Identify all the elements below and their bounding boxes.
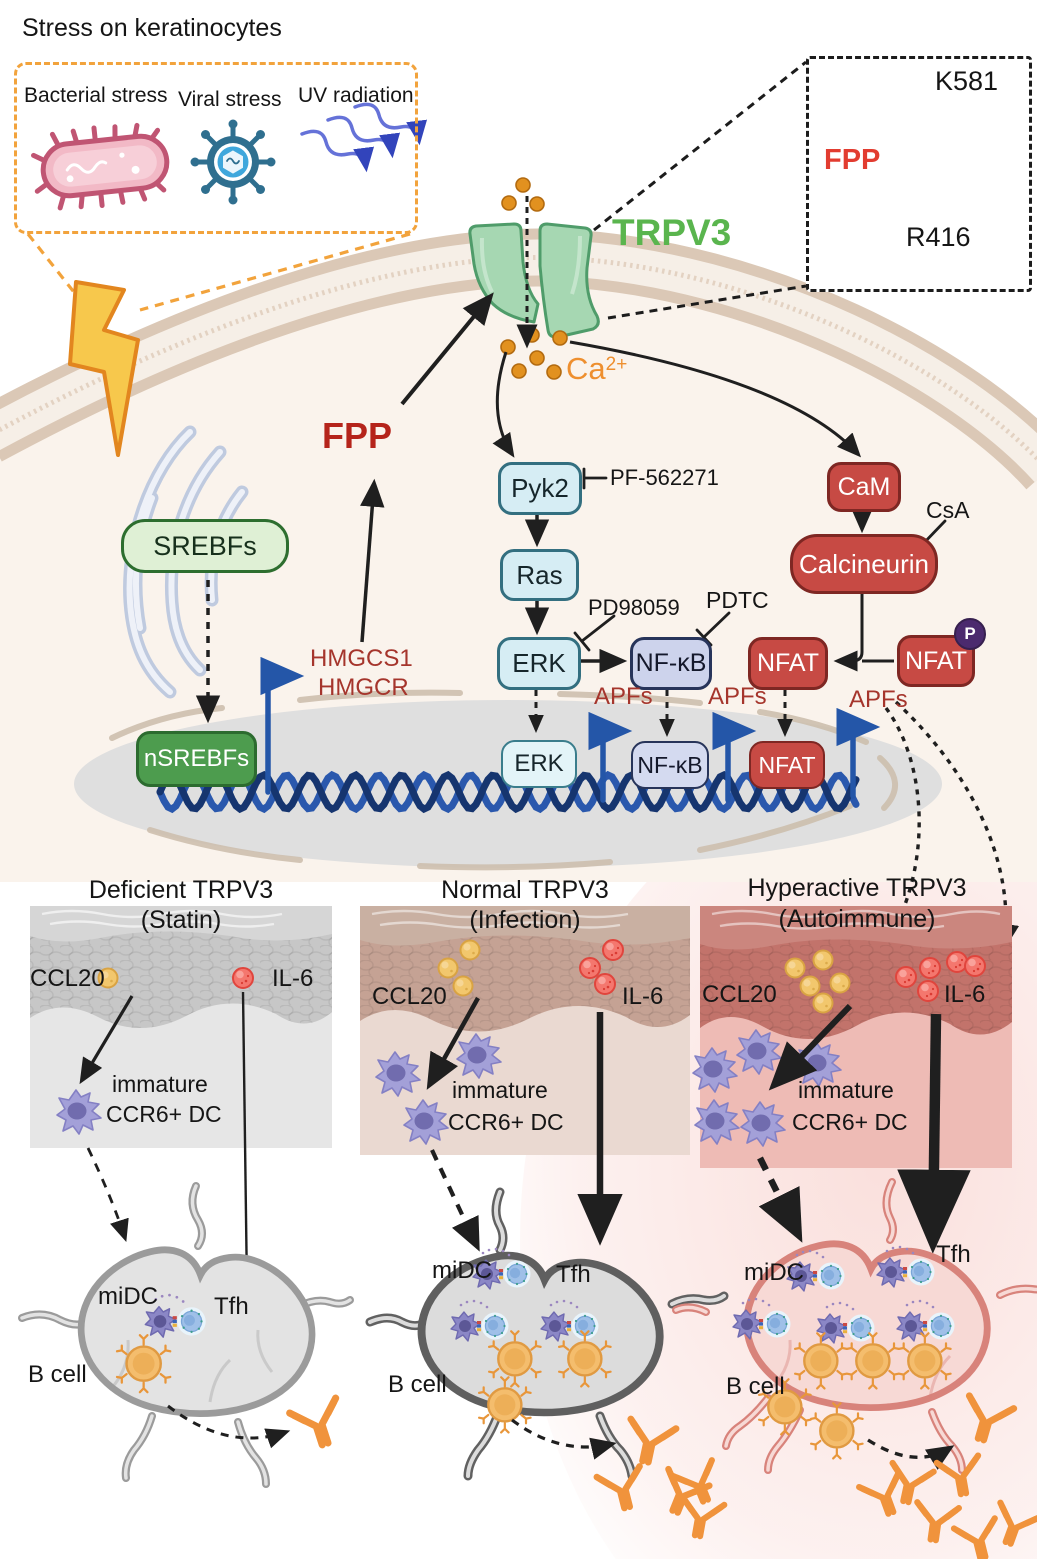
stress-title: Stress on keratinocytes: [22, 14, 282, 42]
stress-callout: [26, 232, 411, 321]
calcium-label: Ca2+: [566, 351, 628, 386]
panel2-bcell-label: B cell: [388, 1371, 447, 1398]
apfs-label-2: APFs: [708, 683, 767, 710]
pdtc-label: PDTC: [706, 587, 769, 613]
hmgcr-label: HMGCR: [318, 674, 409, 701]
fpp-inset-box: [806, 56, 1032, 292]
pyk2-pill: Pyk2: [498, 462, 582, 515]
transcription-arrows: [260, 656, 881, 803]
panel1-dc-label-line1: immature: [112, 1071, 208, 1097]
panel3-il6-label: IL-6: [944, 981, 986, 1008]
srebfs-pill: SREBFs: [121, 519, 289, 573]
panel3-dc-label-line2: CCR6+ DC: [792, 1109, 908, 1135]
fpp-inset-label: FPP: [824, 144, 881, 176]
residue-k581-label: K581: [935, 66, 999, 96]
panel1-il6-label: IL-6: [272, 965, 314, 992]
phosphate-badge: P: [954, 618, 986, 650]
panel1-title-line1: Deficient TRPV3: [88, 876, 274, 904]
calcineurin-pill: Calcineurin: [790, 534, 938, 594]
nfat-pill: NFAT: [748, 637, 828, 690]
panel3-dc-label-line1: immature: [798, 1077, 894, 1103]
panel3-ccl20-label: CCL20: [702, 981, 777, 1008]
cam-pill: CaM: [827, 462, 901, 512]
panel1-ccl20-label: CCL20: [30, 965, 105, 992]
uv-waves-icon: [300, 102, 428, 173]
panel2-il6-label: IL-6: [622, 983, 664, 1010]
lymph-node-deficient: [18, 1182, 354, 1488]
panel-arrows: [79, 991, 971, 1293]
panel2-title-line1: Normal TRPV3: [441, 876, 609, 904]
panel2-midc-label: miDC: [432, 1257, 492, 1284]
fpp-label: FPP: [322, 415, 393, 456]
panel2-tfh-label: Tfh: [556, 1261, 591, 1288]
panel2-dc-label-line2: CCR6+ DC: [448, 1109, 564, 1135]
hmgcs1-label: HMGCS1: [310, 645, 413, 672]
panel3-title-line1: Hyperactive TRPV3: [747, 874, 967, 902]
nucleus-erk-pill: ERK: [501, 740, 577, 788]
panel2-title-line2: (Infection): [469, 906, 581, 934]
ras-pill: Ras: [500, 549, 579, 601]
panel3-midc-label: miDC: [744, 1259, 804, 1286]
lightning-bolt-icon: [68, 280, 140, 457]
signal-arrows: [195, 292, 894, 737]
viral-stress-label: Viral stress: [178, 88, 282, 111]
panel1-tfh-label: Tfh: [214, 1293, 249, 1320]
virus-icon: [190, 119, 276, 205]
inset-connector-lines: [593, 60, 807, 320]
panel1-dc-label-line2: CCR6+ DC: [106, 1101, 222, 1127]
nucleus-nfkb-pill: NF-κB: [631, 741, 709, 789]
panel3-bcell-label: B cell: [726, 1373, 785, 1400]
lymph-node-normal: [365, 1187, 729, 1481]
uv-radiation-label: UV radiation: [298, 84, 414, 107]
pf562271-label: PF-562271: [610, 465, 719, 490]
bacterial-stress-label: Bacterial stress: [24, 84, 168, 107]
panel2-dc-label-line1: immature: [452, 1077, 548, 1103]
apfs-label-3: APFs: [849, 686, 908, 713]
panel1-bcell-label: B cell: [28, 1361, 87, 1388]
erk-pill: ERK: [497, 637, 581, 690]
nsrebfs-pill: nSREBFs: [136, 731, 257, 787]
residue-r416-label: R416: [906, 222, 971, 252]
panel1-title-line2: (Statin): [140, 906, 222, 934]
nfkb-pill: NF-κB: [630, 637, 712, 690]
stress-box: [14, 62, 418, 234]
apfs-output-arrows: [868, 700, 1020, 964]
csa-label: CsA: [926, 497, 970, 523]
apfs-label-1: APFs: [594, 683, 653, 710]
trpv3-label: TRPV3: [612, 212, 732, 253]
panel3-tfh-label: Tfh: [936, 1241, 971, 1268]
panel2-ccl20-label: CCL20: [372, 983, 447, 1010]
trpv3-channel: [468, 222, 600, 339]
bacterium-icon: [31, 122, 170, 211]
nucleus-nfat-pill: NFAT: [749, 741, 825, 789]
panel3-title-line2: (Autoimmune): [778, 905, 936, 933]
antibody-arrows: [167, 1404, 955, 1470]
panel1-midc-label: miDC: [98, 1283, 158, 1310]
pd98059-label: PD98059: [588, 595, 680, 620]
